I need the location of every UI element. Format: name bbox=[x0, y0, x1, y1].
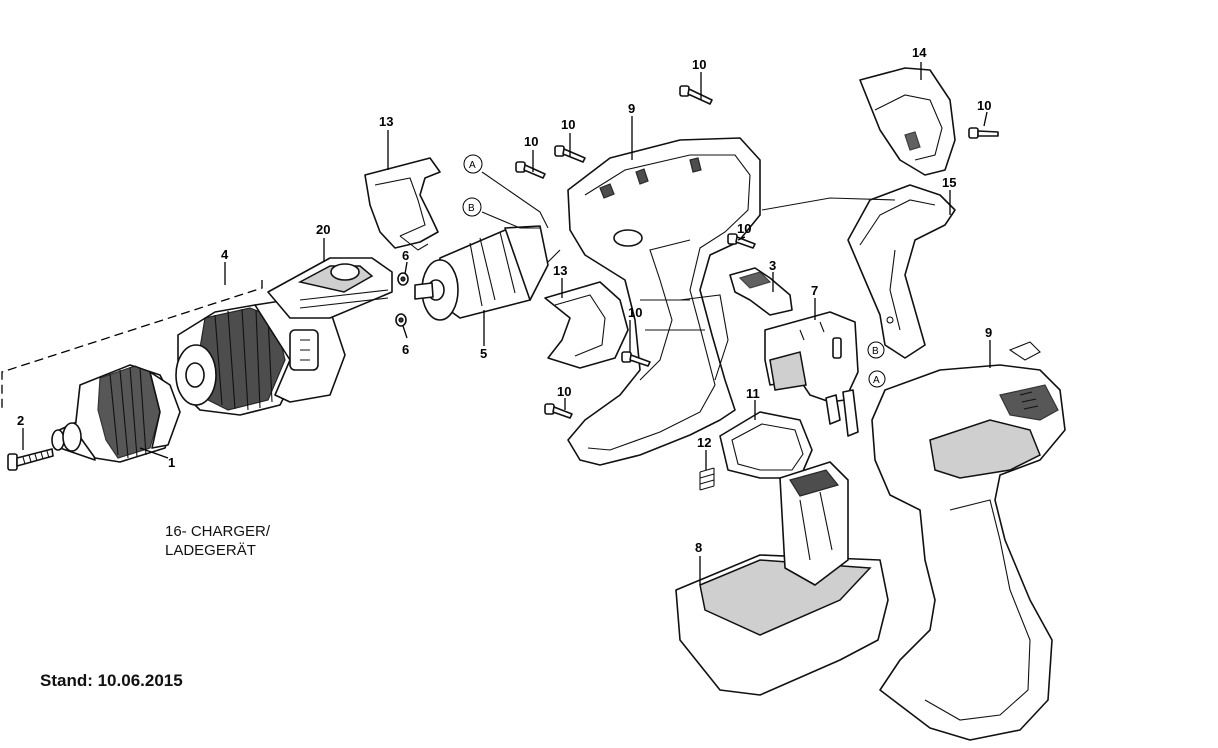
callout-10-c: 10 bbox=[561, 117, 575, 132]
screw-10-f bbox=[621, 351, 651, 367]
side-cover-15 bbox=[847, 184, 956, 359]
callout-9-upper: 9 bbox=[628, 101, 635, 116]
motor-5 bbox=[414, 225, 549, 321]
callout-9-lower: 9 bbox=[985, 325, 992, 340]
charger-note: 16- CHARGER/ LADEGERÄT bbox=[165, 522, 270, 560]
callout-5: 5 bbox=[480, 346, 487, 361]
svg-text:A: A bbox=[469, 160, 476, 171]
screw-6-upper bbox=[397, 272, 409, 286]
battery-pack-8 bbox=[675, 461, 889, 696]
callout-8: 8 bbox=[695, 540, 702, 555]
cover-13-lower bbox=[544, 281, 629, 369]
charger-note-line1: 16- CHARGER/ bbox=[165, 523, 271, 540]
callout-10-d: 10 bbox=[737, 221, 751, 236]
stand-date: Stand: 10.06.2015 bbox=[40, 671, 183, 690]
charger-note-line2: LADEGERÄT bbox=[165, 542, 256, 559]
callout-labels: 1 2 3 4 5 6 6 7 8 9 9 10 10 10 10 10 10 … bbox=[17, 45, 992, 555]
callout-6-upper: 6 bbox=[402, 248, 409, 263]
svg-text:A: A bbox=[873, 375, 880, 386]
assembly-line-upper bbox=[547, 249, 561, 263]
axis-dashed-line bbox=[1, 280, 263, 412]
motor-mount-20 bbox=[267, 257, 393, 319]
screw-10-b bbox=[515, 161, 546, 179]
callout-1: 1 bbox=[168, 455, 175, 470]
callout-20: 20 bbox=[316, 222, 330, 237]
callout-13-upper: 13 bbox=[379, 114, 393, 129]
battery-latch-plate-11 bbox=[719, 411, 813, 479]
assembly-line-right bbox=[761, 197, 896, 211]
callout-13-lower: 13 bbox=[553, 263, 567, 278]
callout-15: 15 bbox=[942, 175, 956, 190]
gearbox-4 bbox=[175, 297, 346, 416]
leader-lines bbox=[22, 62, 991, 585]
ref-b-lower: B bbox=[867, 341, 885, 359]
top-cap-14 bbox=[859, 67, 956, 176]
spring-12 bbox=[699, 467, 715, 491]
screw-10-e bbox=[968, 127, 999, 139]
callout-6-lower: 6 bbox=[402, 342, 409, 357]
callout-7: 7 bbox=[811, 283, 818, 298]
screw-2 bbox=[7, 448, 54, 471]
ref-a-lower: A bbox=[868, 370, 886, 388]
callout-10-a: 10 bbox=[692, 57, 706, 72]
callout-2: 2 bbox=[17, 413, 24, 428]
ref-b-upper: B bbox=[462, 197, 482, 217]
housing-half-left-9 bbox=[567, 137, 761, 466]
screw-10-c bbox=[554, 145, 586, 163]
callout-4: 4 bbox=[221, 247, 229, 262]
callout-10-e: 10 bbox=[977, 98, 991, 113]
screw-10-g bbox=[544, 403, 573, 419]
callout-3: 3 bbox=[769, 258, 776, 273]
screw-6-lower bbox=[395, 313, 407, 327]
callout-10-b: 10 bbox=[524, 134, 538, 149]
ref-a-upper: A bbox=[463, 154, 483, 174]
housing-half-right-9 bbox=[871, 341, 1066, 741]
screw-10-a bbox=[679, 85, 713, 105]
callout-10-f: 10 bbox=[628, 305, 642, 320]
svg-text:B: B bbox=[468, 203, 475, 214]
cover-13-upper bbox=[364, 157, 441, 251]
drill-chuck-1 bbox=[51, 364, 181, 463]
callout-10-g: 10 bbox=[557, 384, 571, 399]
callout-11: 11 bbox=[746, 386, 760, 401]
callout-14: 14 bbox=[912, 45, 927, 60]
switch-actuator-3 bbox=[729, 267, 793, 316]
svg-text:B: B bbox=[872, 346, 879, 357]
screw-10-d bbox=[727, 233, 756, 249]
switch-module-7 bbox=[764, 311, 859, 437]
wire-leads bbox=[481, 171, 549, 229]
callout-12: 12 bbox=[697, 435, 711, 450]
